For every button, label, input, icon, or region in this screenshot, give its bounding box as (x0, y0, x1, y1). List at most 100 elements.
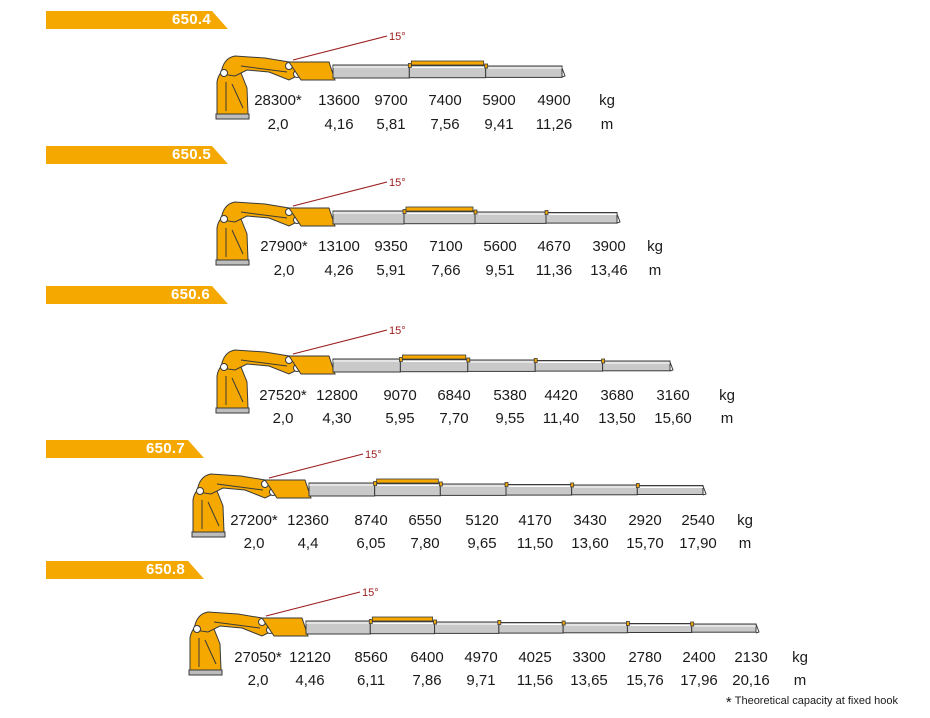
load-value: 4670 (537, 238, 571, 255)
reach-value: 13,65 (570, 672, 608, 689)
reach-unit: m (793, 672, 807, 689)
model-name: 650.4 (171, 11, 211, 28)
load-value: 3680 (600, 387, 634, 404)
crane-boom-tip (669, 361, 674, 372)
model-tab-shape (46, 440, 204, 458)
load-unit: kg (599, 92, 615, 109)
load-value: 27200* (230, 512, 278, 529)
load-value: 12800 (316, 387, 358, 404)
load-value: 6400 (410, 649, 444, 666)
crane-group: 15° (191, 449, 707, 538)
crane-boom-cylinder (240, 359, 288, 367)
reach-value: 2,0 (243, 535, 265, 552)
load-unit: kg (792, 649, 808, 666)
load-value: 5600 (483, 238, 517, 255)
crane-extension (626, 623, 693, 633)
load-value: 12360 (287, 512, 329, 529)
load-unit: kg (647, 238, 663, 255)
model-tab-shape (46, 561, 204, 579)
reach-value: 6,11 (356, 672, 386, 689)
load-value: 28300* (254, 92, 302, 109)
reach-value: 20,16 (732, 672, 770, 689)
reach-value: 7,80 (410, 535, 440, 552)
model-tab-shape (46, 11, 228, 29)
load-unit: kg (737, 512, 753, 529)
crane-lift-cylinder (207, 501, 220, 527)
reach-value: 13,46 (590, 262, 628, 279)
load-value: 9700 (374, 92, 408, 109)
reach-value: 9,71 (466, 672, 496, 689)
reach-value: 11,56 (516, 672, 554, 689)
crane-extension-collar (690, 621, 695, 627)
crane-extension (636, 485, 704, 495)
model-tab-bar (46, 286, 228, 304)
angle-label: 15° (389, 325, 406, 337)
reach-value: 9,65 (467, 535, 497, 552)
crane-extension-collar (402, 209, 407, 214)
reach-unit: m (720, 410, 734, 427)
crane-extension (562, 622, 628, 634)
footnote-marker: * (725, 694, 732, 711)
load-value: 9350 (374, 238, 408, 255)
reach-value: 7,56 (430, 116, 460, 133)
crane-extension-collar (626, 621, 630, 626)
model-tab: 650.6 (46, 285, 228, 305)
reach-value: 4,4 (297, 535, 319, 552)
footnote-text: Theoretical capacity at fixed hook (734, 695, 898, 707)
reach-value: 4,26 (324, 262, 354, 279)
reach-value: 9,51 (485, 262, 515, 279)
crane-boom-cylinder (240, 211, 288, 219)
crane-main-boom (196, 473, 278, 499)
crane-extension-collar (484, 63, 489, 69)
load-value: 3430 (573, 512, 607, 529)
model-tab: 650.4 (46, 10, 228, 30)
crane-group: 15° (215, 31, 566, 120)
load-value: 4900 (537, 92, 571, 109)
crane-extension-collar (407, 63, 412, 68)
reach-value: 7,66 (431, 262, 461, 279)
crane-extension-collar (368, 619, 373, 624)
angle-label: 15° (362, 587, 379, 599)
reach-value: 5,91 (376, 262, 406, 279)
load-value: 3300 (572, 649, 606, 666)
load-value: 3900 (592, 238, 626, 255)
crane-lift-cylinder (204, 639, 217, 665)
reach-value: 4,30 (322, 410, 352, 427)
reach-value: 15,70 (626, 535, 664, 552)
load-value: 13100 (318, 238, 360, 255)
crane-boom-cylinder (216, 483, 264, 491)
model-tab-bar (46, 440, 204, 458)
model-tab: 650.8 (46, 560, 204, 580)
crane-extension-collar (497, 620, 502, 625)
model-tab-bar (46, 11, 228, 29)
crane-extension-cylinder (401, 354, 467, 360)
reach-value: 7,86 (412, 672, 442, 689)
crane-extension-collar (504, 482, 509, 487)
load-value: 7400 (428, 92, 462, 109)
crane-main-boom (220, 349, 302, 375)
crane-extension-cylinder (410, 60, 485, 66)
crane-boom-tip (616, 213, 621, 224)
crane-pivot-pin (220, 215, 228, 223)
crane-extension-collar (373, 481, 378, 486)
crane-pivot-pin (196, 487, 204, 495)
crane-extension-collar (433, 619, 437, 625)
load-value: 9070 (383, 387, 417, 404)
model-name: 650.8 (145, 561, 185, 578)
load-value: 4025 (518, 649, 552, 666)
load-value: 2540 (681, 512, 715, 529)
crane-extension-collar (533, 358, 538, 363)
load-value: 3160 (656, 387, 690, 404)
angle-label: 15° (365, 449, 382, 461)
model-tab: 650.7 (46, 439, 204, 459)
crane-main-boom (220, 201, 302, 227)
load-value: 7100 (429, 238, 463, 255)
model-tab-shape (46, 146, 228, 164)
load-value: 2780 (628, 649, 662, 666)
crane-outer-boom (288, 207, 336, 227)
load-value: 4970 (464, 649, 498, 666)
